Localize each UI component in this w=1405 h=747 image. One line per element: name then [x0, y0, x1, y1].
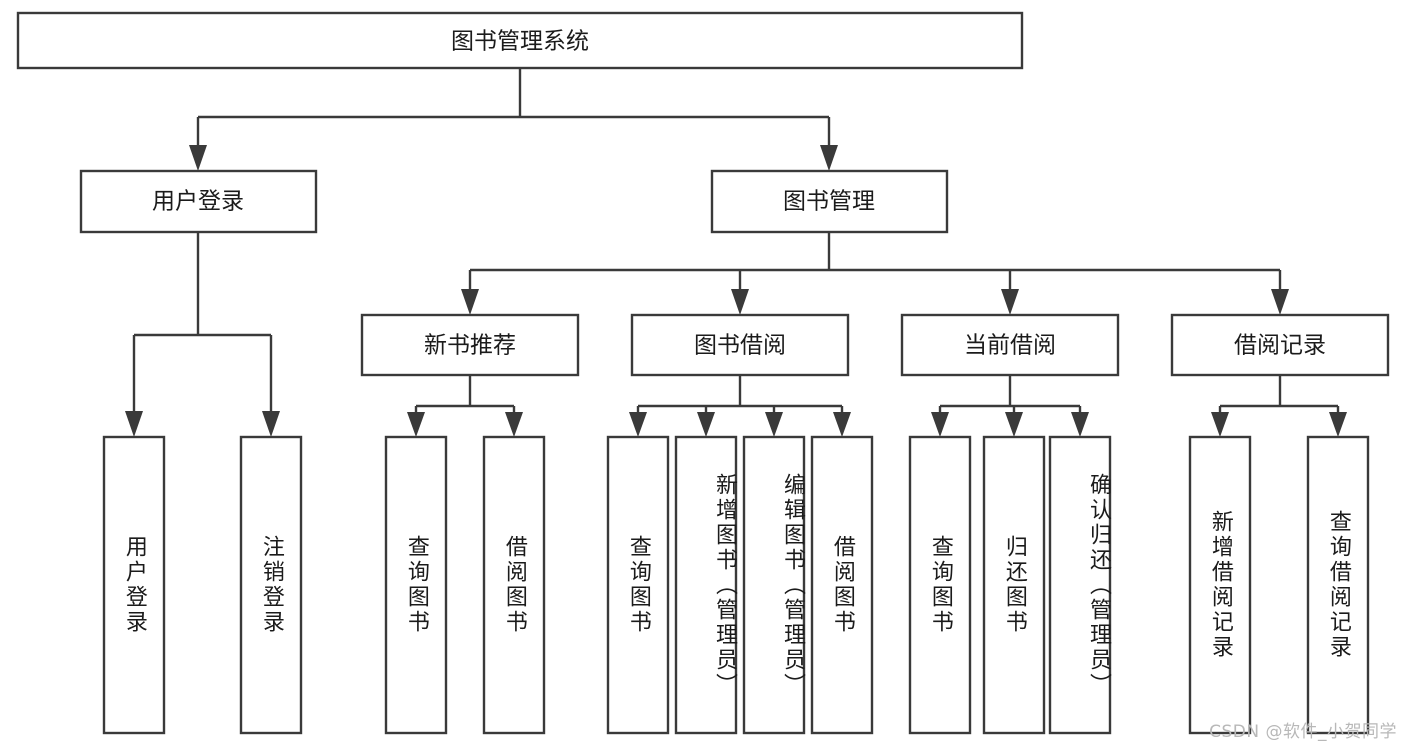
book-borrow-label: 图书借阅 [694, 333, 786, 359]
arrow-head-borrow-record [1271, 289, 1289, 315]
current-borrow-label: 当前借阅 [964, 333, 1056, 359]
node-book-manage[interactable]: 图书管理 [710, 169, 949, 234]
borrow-record-label: 借阅记录 [1234, 333, 1326, 359]
book-manage-label: 图书管理 [783, 189, 875, 215]
node-new-book-recommend[interactable]: 新书推荐 [360, 313, 580, 377]
arrow-head-leaf-query-record [1329, 412, 1347, 437]
arrow-head-leaf-return-book [1005, 412, 1023, 437]
arrow-head-book-borrow [731, 289, 749, 315]
leaf-add-record-box[interactable] [1188, 435, 1252, 735]
arrow-head-leaf-edit-book [765, 412, 783, 437]
leaf-query-book-borrow-box[interactable] [606, 435, 670, 735]
arrow-head-leaf-user-login [125, 411, 143, 437]
leaf-edit-book-box[interactable] [742, 435, 806, 735]
arrow-head-new-book-recommend [461, 289, 479, 315]
leaf-return-book-box[interactable] [982, 435, 1046, 735]
arrow-head-leaf-confirm-return [1071, 412, 1089, 437]
book-manage-box[interactable] [710, 169, 949, 234]
current-borrow-box[interactable] [900, 313, 1120, 377]
leaf-query-record-box[interactable] [1306, 435, 1370, 735]
leaf-box-layer [102, 435, 1370, 735]
node-current-borrow[interactable]: 当前借阅 [900, 313, 1120, 377]
leaf-confirm-return-box[interactable] [1048, 435, 1112, 735]
book-borrow-box[interactable] [630, 313, 850, 377]
new-book-recommend-label: 新书推荐 [424, 333, 516, 359]
node-user-login[interactable]: 用户登录 [79, 169, 318, 234]
leaf-borrow-book-rec-box[interactable] [482, 435, 546, 735]
arrow-head-leaf-add-record [1211, 412, 1229, 437]
arrow-head-user-login [189, 145, 207, 171]
new-book-recommend-box[interactable] [360, 313, 580, 377]
arrow-head-leaf-borrow-book [833, 412, 851, 437]
arrow-head-book-manage [820, 145, 838, 171]
root-box[interactable] [16, 11, 1024, 70]
arrow-head-current-borrow [1001, 289, 1019, 315]
node-root[interactable]: 图书管理系统 [16, 11, 1024, 70]
csdn-watermark: CSDN @软件_小贺同学 [1209, 722, 1397, 742]
user-login-box[interactable] [79, 169, 318, 234]
leaf-logout-box[interactable] [239, 435, 303, 735]
leaf-add-book-box[interactable] [674, 435, 738, 735]
arrow-head-leaf-logout [262, 411, 280, 437]
arrow-head-leaf-borrow-book-rec [505, 412, 523, 437]
arrow-head-leaf-query-book-borrow [629, 412, 647, 437]
node-book-borrow[interactable]: 图书借阅 [630, 313, 850, 377]
leaf-borrow-book-box[interactable] [810, 435, 874, 735]
leaf-query-book-current-box[interactable] [908, 435, 972, 735]
arrow-head-leaf-add-book [697, 412, 715, 437]
borrow-record-box[interactable] [1170, 313, 1390, 377]
arrow-head-leaf-query-book-current [931, 412, 949, 437]
node-borrow-record[interactable]: 借阅记录 [1170, 313, 1390, 377]
root-label: 图书管理系统 [451, 29, 589, 55]
leaf-query-book-rec-box[interactable] [384, 435, 448, 735]
leaf-user-login-box[interactable] [102, 435, 166, 735]
user-login-label: 用户登录 [152, 189, 244, 215]
arrow-head-leaf-query-book-rec [407, 412, 425, 437]
connector-layer [125, 68, 1347, 437]
